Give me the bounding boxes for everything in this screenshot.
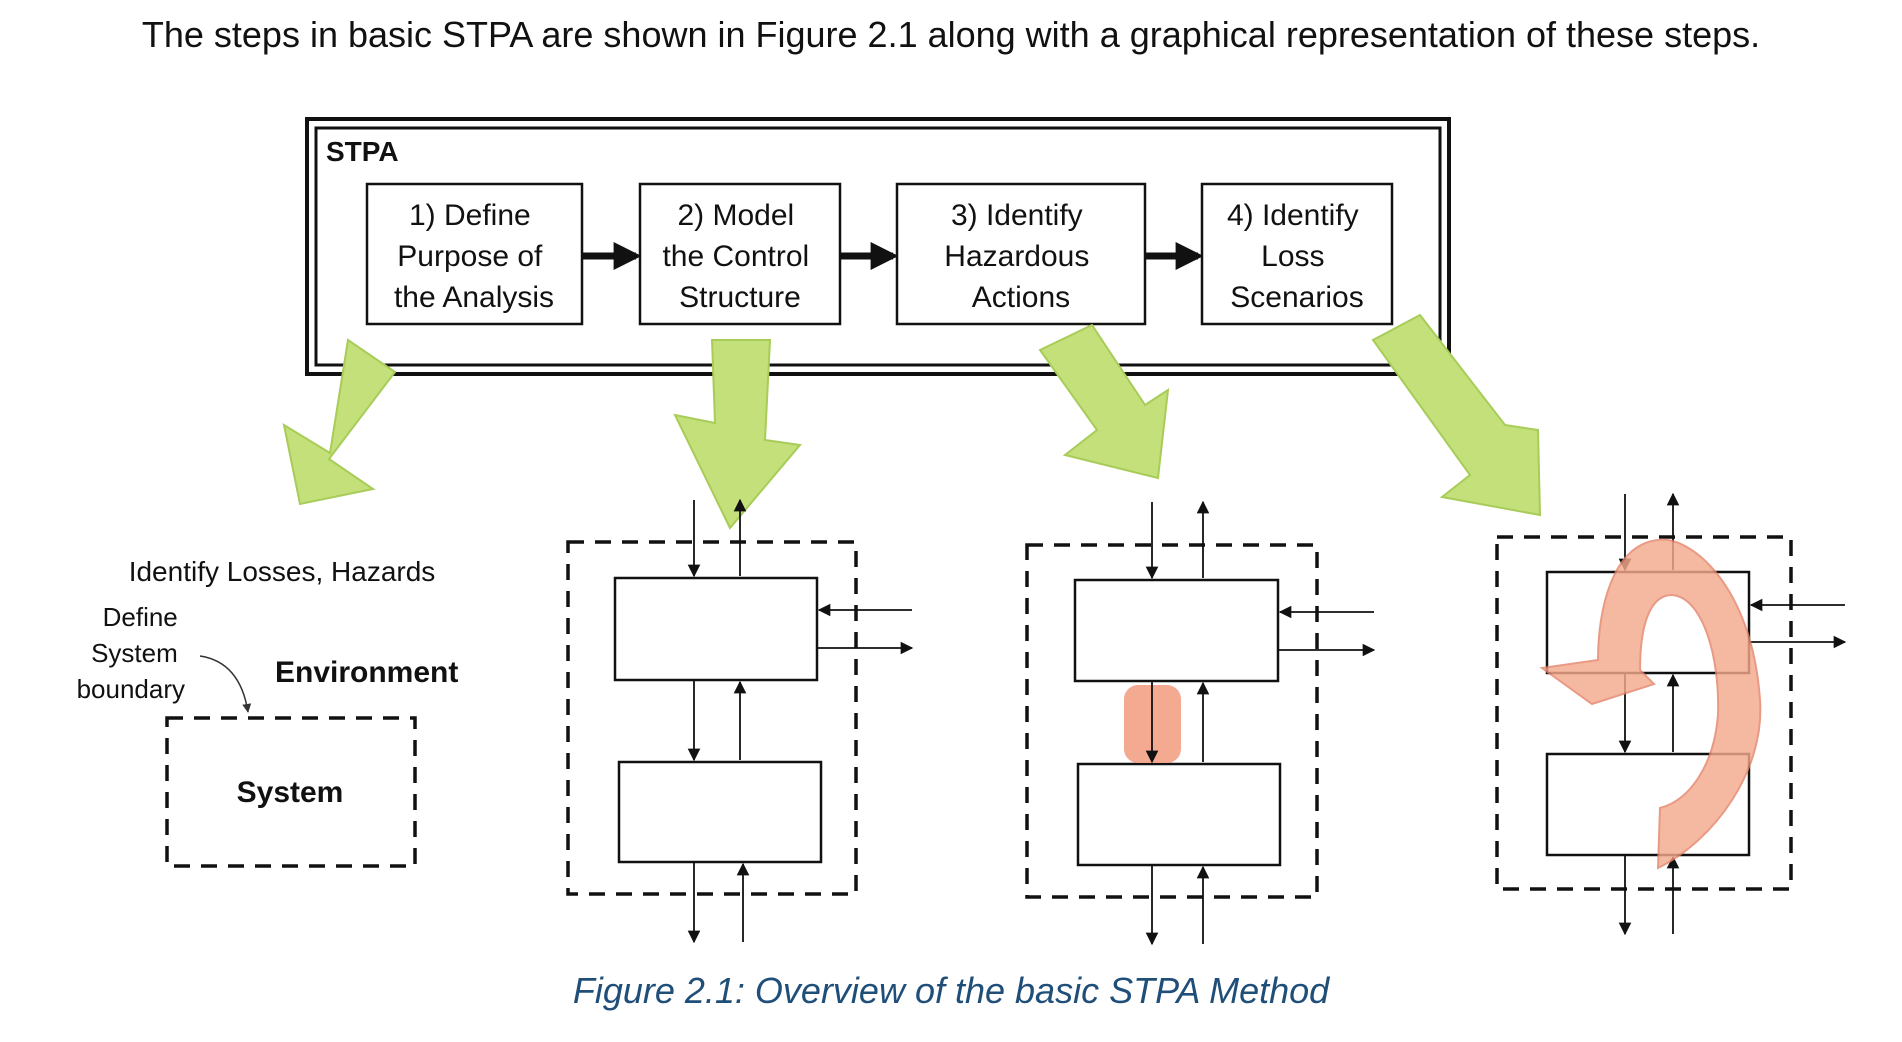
step-3-line: 3) Identify bbox=[951, 199, 1083, 232]
step-2-line: Structure bbox=[679, 281, 801, 314]
step-1-detail: Identify Losses, Hazards Define System b… bbox=[77, 556, 458, 868]
svg-text:1) Define Purpose of: 1) Define Purpose of the Analysis bbox=[394, 199, 554, 314]
define-boundary-line: Define bbox=[103, 602, 178, 632]
define-boundary-line: System bbox=[91, 638, 178, 668]
step-1-line: 1) Define bbox=[409, 199, 531, 232]
system-boundary bbox=[165, 716, 417, 868]
stpa-frame-label: STPA bbox=[326, 136, 399, 167]
green-arrow-4 bbox=[1371, 313, 1542, 517]
step-1-line: the Analysis bbox=[394, 281, 554, 314]
green-arrow-1 bbox=[282, 338, 397, 506]
boundary-pointer-arrow bbox=[199, 655, 252, 713]
svg-text:4) Identify Loss S: 4) Identify Loss Scenarios bbox=[1227, 199, 1367, 314]
hazard-boundary bbox=[1025, 543, 1319, 899]
controller-box bbox=[613, 576, 819, 682]
step-4-line: Scenarios bbox=[1230, 281, 1363, 314]
control-structure-diagram bbox=[566, 498, 914, 944]
step-3-line: Hazardous bbox=[944, 240, 1089, 273]
green-arrow-2 bbox=[673, 339, 802, 530]
step-2-line: 2) Model bbox=[677, 199, 794, 232]
loss-scenarios-diagram bbox=[1495, 492, 1847, 936]
step-box-1: 1) Define Purpose of the Analysis bbox=[365, 182, 584, 326]
step-2-line: the Control bbox=[662, 240, 809, 273]
identify-losses-label: Identify Losses, Hazards bbox=[129, 556, 436, 587]
step-4-line: Loss bbox=[1261, 240, 1324, 273]
step-box-4: 4) Identify Loss Scenarios bbox=[1200, 182, 1394, 326]
define-boundary-line: boundary bbox=[77, 674, 185, 704]
step-box-2: 2) Model the Control Structure bbox=[638, 182, 842, 326]
green-arrow-3 bbox=[1038, 323, 1170, 480]
hazard-controller-box bbox=[1073, 578, 1280, 683]
scenario-boundary bbox=[1495, 535, 1793, 891]
step-3-line: Actions bbox=[972, 281, 1070, 314]
environment-label: Environment bbox=[275, 656, 458, 689]
figure-caption: Figure 2.1: Overview of the basic STPA M… bbox=[572, 970, 1330, 1011]
hazardous-actions-diagram bbox=[1025, 500, 1376, 946]
stpa-frame: STPA bbox=[305, 117, 1451, 376]
svg-text:2) Model the Control: 2) Model the Control Structure bbox=[662, 199, 817, 314]
step-1-line: Purpose of bbox=[397, 240, 543, 273]
causal-loop-arrow bbox=[1539, 538, 1762, 870]
hazard-process-box bbox=[1076, 762, 1282, 867]
controlled-process-box bbox=[617, 760, 823, 864]
control-boundary bbox=[566, 540, 858, 896]
step-4-line: 4) Identify bbox=[1227, 199, 1359, 232]
svg-text:3) Identify Hazardous: 3) Identify Hazardous Actions bbox=[944, 199, 1097, 314]
intro-text: The steps in basic STPA are shown in Fig… bbox=[141, 14, 1761, 55]
svg-text:Define System boun: Define System boundary bbox=[77, 602, 185, 704]
step-box-3: 3) Identify Hazardous Actions bbox=[895, 182, 1147, 326]
system-label: System bbox=[237, 776, 344, 809]
